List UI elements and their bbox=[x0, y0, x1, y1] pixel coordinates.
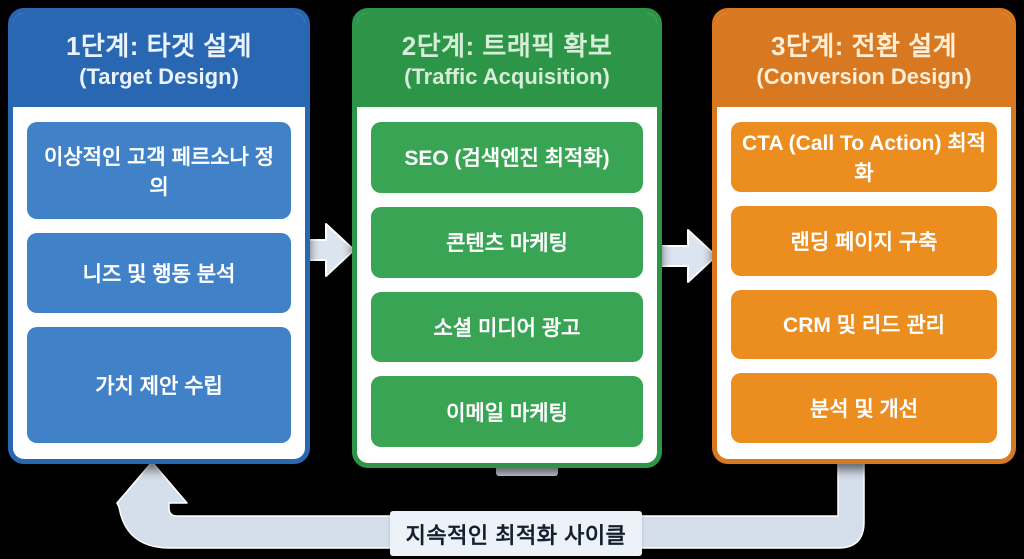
stage-item: CRM 및 리드 관리 bbox=[731, 289, 997, 360]
stage-card-target-design: 1단계: 타겟 설계 (Target Design) 이상적인 고객 페르소나 … bbox=[8, 8, 310, 464]
stage-title-ko: 2단계: 트래픽 확보 bbox=[401, 31, 613, 61]
stage-item: CTA (Call To Action) 최적화 bbox=[731, 122, 997, 192]
stage-body: SEO (검색엔진 최적화) 콘텐츠 마케팅 소셜 미디어 광고 이메일 마케팅 bbox=[357, 107, 657, 463]
stage-item: 분석 및 개선 bbox=[731, 373, 997, 443]
stage-body: 이상적인 고객 페르소나 정의 니즈 및 행동 분석 가치 제안 수립 bbox=[13, 107, 305, 459]
stage-title-ko: 1단계: 타겟 설계 bbox=[65, 31, 253, 61]
stage-card-traffic-acquisition: 2단계: 트래픽 확보 (Traffic Acquisition) SEO (검… bbox=[352, 8, 662, 468]
stage-item: 콘텐츠 마케팅 bbox=[371, 206, 643, 278]
stage-title-en: (Conversion Design) bbox=[756, 63, 972, 89]
stage-header: 1단계: 타겟 설계 (Target Design) bbox=[13, 13, 305, 107]
stage-item: 랜딩 페이지 구축 bbox=[731, 205, 997, 276]
right-arrow-shape bbox=[659, 229, 717, 283]
stage-card-conversion-design: 3단계: 전환 설계 (Conversion Design) CTA (Call… bbox=[712, 8, 1016, 464]
stage-title-en: (Traffic Acquisition) bbox=[404, 63, 610, 89]
right-arrow-icon bbox=[659, 229, 717, 283]
stage-title-ko: 3단계: 전환 설계 bbox=[770, 31, 958, 61]
stage-item: SEO (검색엔진 최적화) bbox=[371, 122, 643, 193]
stage-item: 가치 제안 수립 bbox=[27, 327, 291, 443]
stage-header: 3단계: 전환 설계 (Conversion Design) bbox=[717, 13, 1011, 107]
stage-body: CTA (Call To Action) 최적화 랜딩 페이지 구축 CRM 및… bbox=[717, 107, 1011, 459]
stage-item: 이메일 마케팅 bbox=[371, 376, 643, 447]
stage-title-en: (Target Design) bbox=[79, 63, 239, 89]
cycle-arrow-shape bbox=[116, 457, 865, 549]
cycle-label: 지속적인 최적화 사이클 bbox=[390, 511, 642, 556]
stage-header: 2단계: 트래픽 확보 (Traffic Acquisition) bbox=[357, 13, 657, 107]
stage-item: 소셜 미디어 광고 bbox=[371, 291, 643, 363]
stage-item: 니즈 및 행동 분석 bbox=[27, 233, 291, 314]
stage-item: 이상적인 고객 페르소나 정의 bbox=[27, 122, 291, 220]
